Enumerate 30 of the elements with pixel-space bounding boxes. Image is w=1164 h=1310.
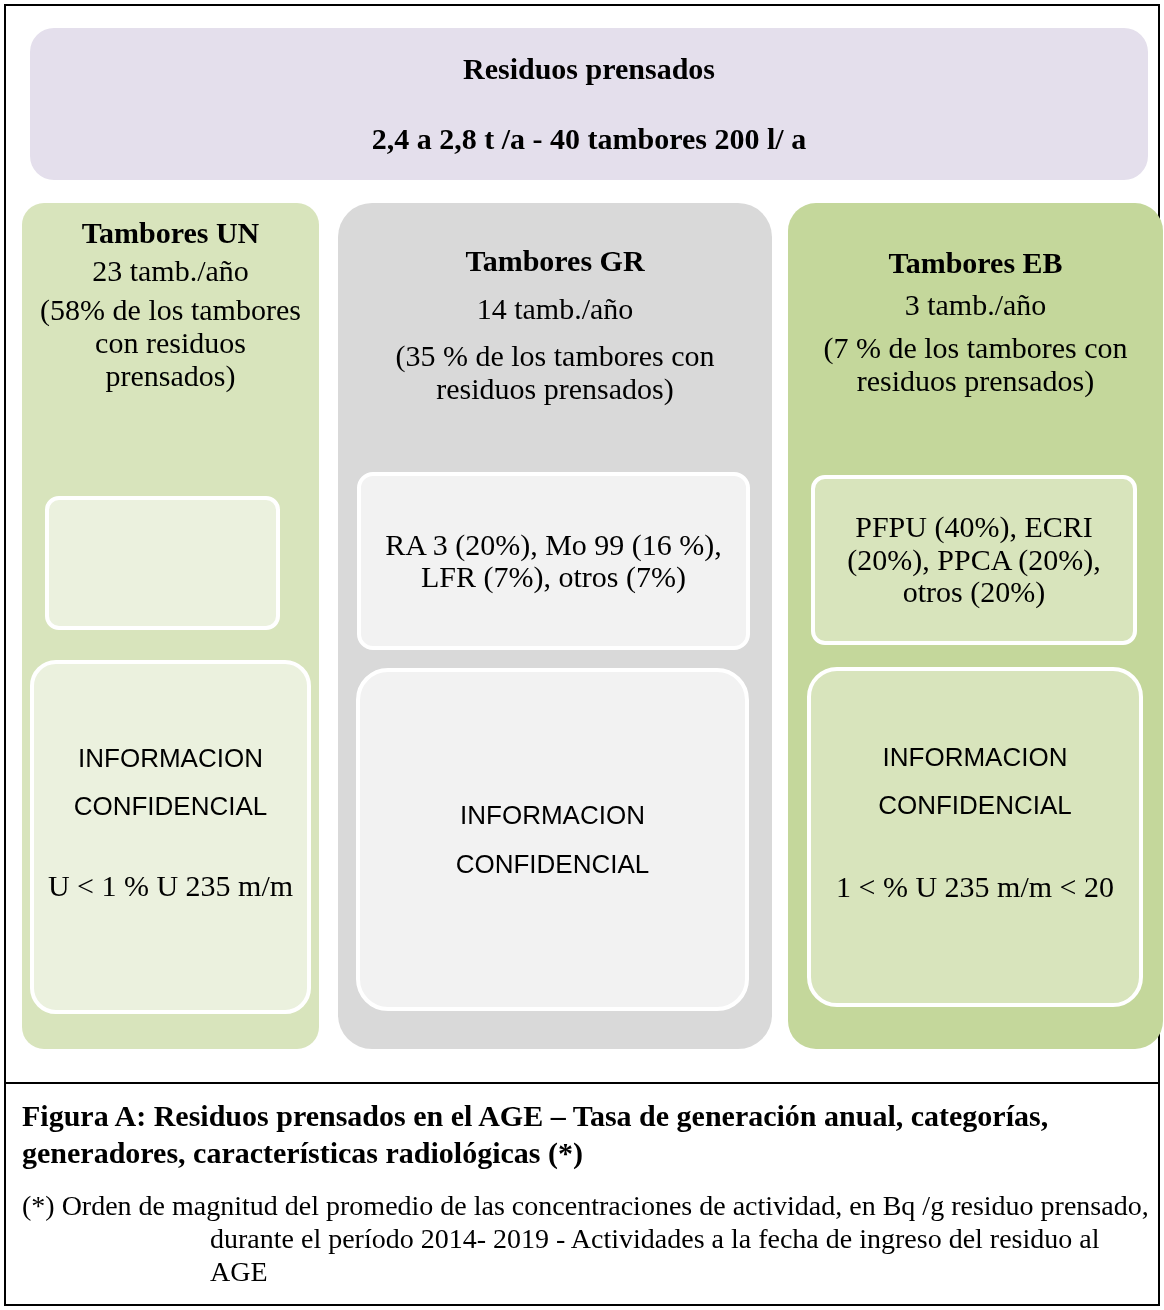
body-text: 14 tamb./año	[476, 291, 634, 327]
inner-box	[45, 496, 280, 630]
inner-box	[356, 668, 749, 1011]
body-text: PFPU (40%), ECRI (20%), PPCA (20%), otros (20%)	[846, 511, 1102, 609]
body-text: (35 % de los tambores con residuos prensados)	[394, 339, 716, 405]
body-text: 23 tamb./año	[92, 253, 249, 289]
category-column	[338, 203, 772, 1049]
heading-text: 2,4 a 2,8 t /a - 40 tambores 200 l/ a	[371, 124, 807, 154]
body-text: U < 1 % U 235 m/m	[47, 870, 294, 902]
body-text: 1 < % U 235 m/m < 20	[836, 871, 1114, 903]
inner-box	[807, 667, 1143, 1007]
body-text: INFORMACION CONFIDENCIAL	[454, 799, 651, 881]
body-text: 3 tamb./año	[904, 287, 1047, 323]
heading-text: Tambores EB	[888, 245, 1063, 281]
body-text: INFORMACION CONFIDENCIAL	[877, 741, 1073, 823]
header-box	[30, 28, 1148, 180]
body-text: (58% de los tambores con residuos prensados)	[39, 293, 302, 392]
category-column	[22, 203, 319, 1049]
body-text: INFORMACION CONFIDENCIAL	[72, 742, 269, 824]
footnote-text: (*) Orden de magnitud del promedio de las concentraciones de actividad, en Bq /g residuo prensado, durante el período 2014- 2019 - Actividades a la fecha de ingreso del residuo al AGE	[22, 1190, 1150, 1289]
category-column	[788, 203, 1163, 1049]
heading-text: Tambores UN	[81, 215, 260, 251]
heading-text: Tambores GR	[465, 243, 645, 279]
inner-box	[357, 472, 750, 650]
body-text: RA 3 (20%), Mo 99 (16 %), LFR (7%), otros (7%)	[384, 528, 723, 594]
body-text: (7 % de los tambores con residuos prensados)	[822, 331, 1129, 397]
inner-box	[30, 660, 311, 1014]
inner-box	[811, 475, 1137, 645]
figure-caption: Figura A: Residuos prensados en el AGE – Tasa de generación anual, categorías, generadores, características radiológicas (*)	[22, 1098, 1050, 1171]
heading-text: Residuos prensados	[463, 54, 715, 84]
